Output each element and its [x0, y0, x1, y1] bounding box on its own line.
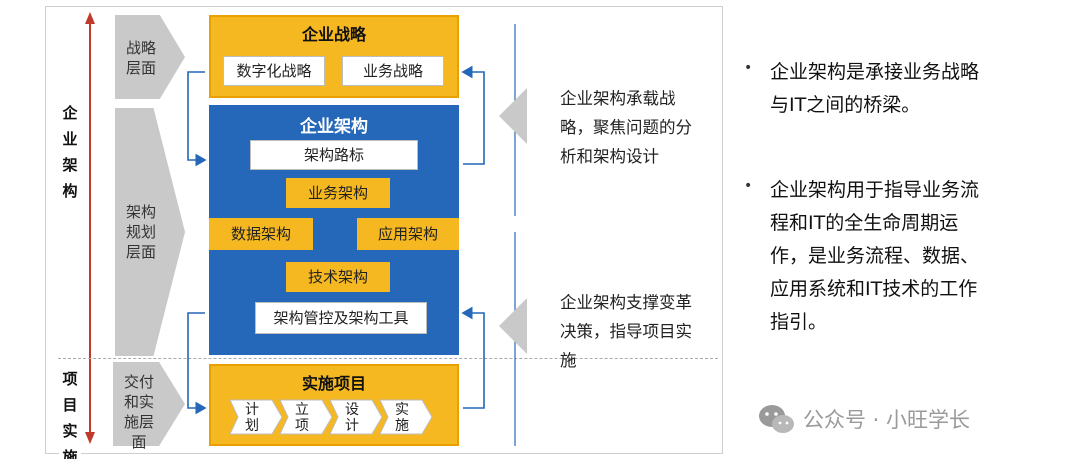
step-design: 设计 — [345, 402, 359, 434]
bullet-text-1: 企业架构是承接业务战略与IT之间的桥梁。 — [770, 61, 980, 116]
vertical-axis-arrow — [85, 12, 95, 444]
step-initiate: 立项 — [295, 402, 309, 434]
delivery-level-label: 交付和实施层面 — [123, 373, 154, 451]
business-strategy-cell: 业务战略 — [342, 56, 444, 86]
business-architecture-cell: 业务架构 — [286, 178, 390, 208]
label-project-implementation: 项目实施 — [59, 366, 81, 459]
description-bottom: 企业架构支撑变革决策，指导项目实施 — [560, 293, 692, 370]
description-top: 企业架构承载战略，聚焦问题的分析和架构设计 — [560, 89, 692, 166]
enterprise-architecture-title: 企业架构 — [300, 117, 368, 137]
architecture-roadmap-cell: 架构路标 — [250, 140, 418, 170]
data-architecture-cell: 数据架构 — [209, 218, 313, 250]
wechat-icon — [759, 405, 794, 433]
digital-strategy-cell: 数字化战略 — [223, 56, 325, 86]
section-divider — [58, 358, 718, 359]
technology-architecture-cell: 技术架构 — [286, 262, 390, 292]
step-plan: 计划 — [245, 402, 259, 434]
bullet-text-2: 企业架构用于指导业务流程和IT的全生命周期运作，是业务流程、数据、应用系统和IT… — [770, 179, 980, 333]
planning-level-label: 架构规划层面 — [125, 203, 156, 261]
application-architecture-cell: 应用架构 — [357, 218, 459, 250]
implementation-project-title: 实施项目 — [301, 374, 366, 393]
bullet-dot-1: • — [744, 60, 753, 76]
enterprise-strategy-title: 企业战略 — [301, 25, 366, 44]
strategy-level-label: 战略层面 — [125, 39, 156, 77]
label-enterprise-architecture: 企业架构 — [59, 100, 81, 204]
watermark-text: 公众号 · 小旺学长 — [803, 408, 971, 432]
bullet-dot-2: • — [744, 178, 753, 194]
step-implement: 实施 — [395, 402, 409, 434]
project-steps-arrows — [230, 399, 433, 435]
governance-tools-cell: 架构管控及架构工具 — [255, 302, 427, 334]
